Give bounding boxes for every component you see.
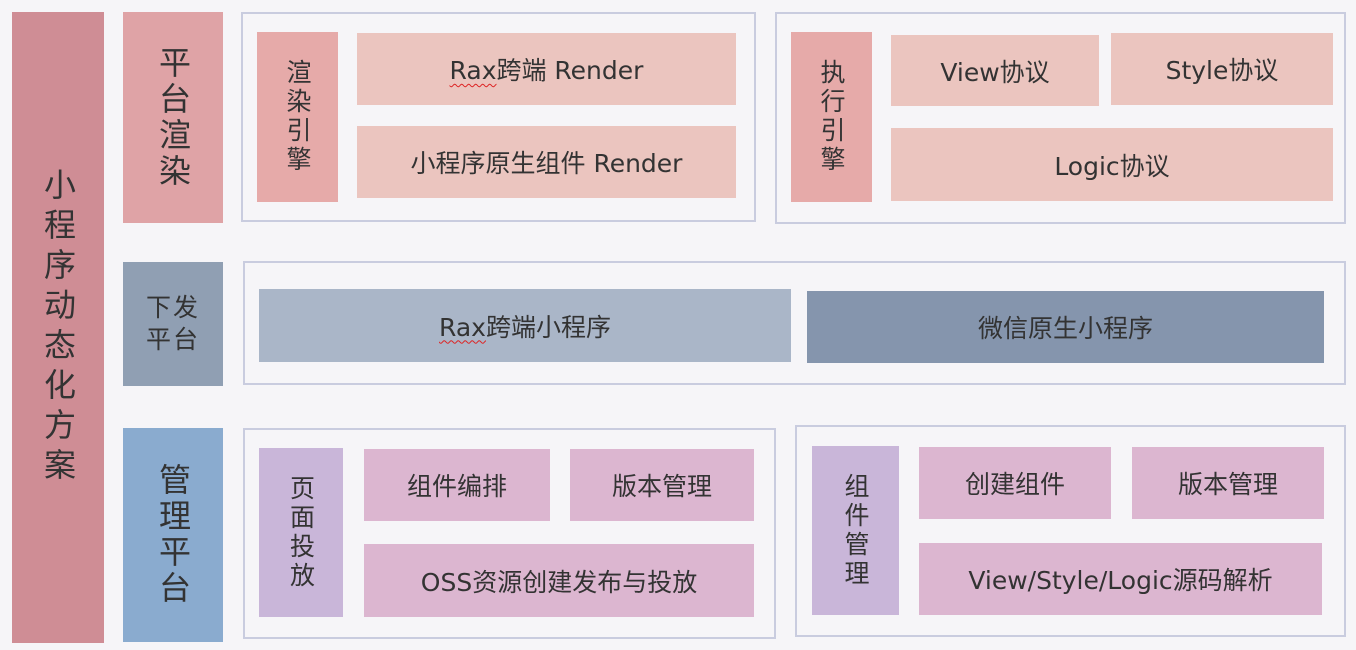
- rax-miniprogram-box: Rax跨端小程序: [259, 289, 791, 362]
- create-component-box: 创建组件: [919, 447, 1111, 519]
- management-platform-label: 管理平台: [123, 428, 223, 642]
- rax-miniprogram-text: Rax跨端小程序: [439, 312, 611, 342]
- exec-engine-frame: [775, 12, 1346, 224]
- render-engine-frame: [241, 12, 756, 222]
- platform-render-label: 平台渲染: [123, 12, 223, 223]
- page-publish-label: 页面投放: [259, 448, 343, 617]
- page-version-mgmt-box: 版本管理: [570, 449, 754, 521]
- solution-title-bar: 小程序动态化方案: [12, 12, 104, 643]
- wechat-miniprogram-box: 微信原生小程序: [807, 291, 1324, 363]
- exec-engine-label: 执行引擎: [791, 32, 872, 202]
- render-engine-label: 渲染引擎: [257, 32, 338, 202]
- component-version-mgmt-box: 版本管理: [1132, 447, 1324, 519]
- component-mgmt-frame: [795, 425, 1346, 637]
- source-parse-box: View/Style/Logic源码解析: [919, 543, 1322, 615]
- miniprogram-native-render-box: 小程序原生组件 Render: [357, 126, 736, 198]
- oss-publish-box: OSS资源创建发布与投放: [364, 544, 754, 617]
- logic-protocol-box: Logic协议: [891, 128, 1333, 201]
- component-mgmt-label: 组件管理: [812, 446, 899, 615]
- view-protocol-box: View协议: [891, 35, 1099, 106]
- page-publish-frame: [243, 428, 776, 639]
- component-arrange-box: 组件编排: [364, 449, 550, 521]
- deploy-platform-label: 下发 平台: [123, 262, 223, 386]
- rax-render-text: Rax跨端 Render: [449, 56, 644, 85]
- style-protocol-box: Style协议: [1111, 33, 1333, 105]
- solution-title: 小程序动态化方案: [39, 167, 77, 488]
- deploy-frame: [243, 261, 1346, 385]
- rax-render-box: Rax跨端 Render: [357, 33, 736, 105]
